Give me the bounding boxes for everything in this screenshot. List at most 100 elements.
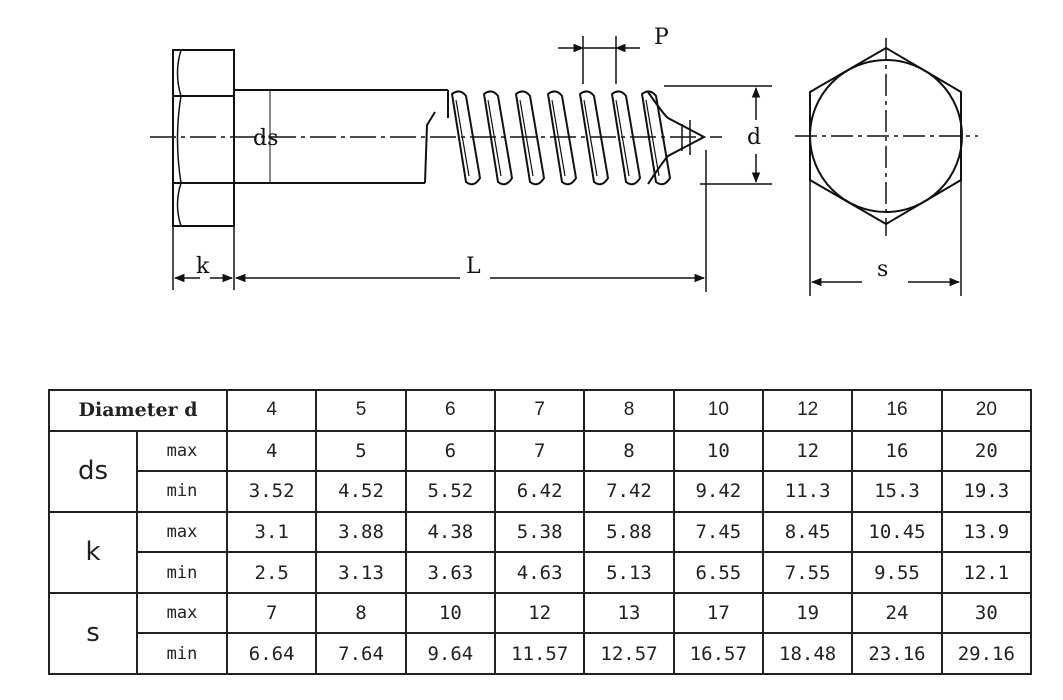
d-dimension (664, 85, 772, 185)
table-cell: 10 (404, 591, 497, 635)
screw-threads (450, 90, 672, 186)
diameter-value: 5 (315, 389, 407, 432)
thread-crest (546, 90, 578, 186)
table-cell: 12 (493, 591, 586, 635)
table-cell: 3.1 (226, 510, 318, 554)
table-cell: 5.38 (493, 510, 586, 554)
diameter-value: 10 (672, 389, 764, 432)
table-cell: 2.5 (226, 551, 318, 594)
table-cell: 30 (940, 591, 1033, 635)
table-cell: 9.55 (851, 551, 943, 594)
table-cell: 7.42 (583, 470, 675, 513)
thread-root (551, 99, 566, 177)
table-cell: 8 (583, 429, 675, 473)
table-cell: 6.42 (493, 470, 586, 513)
length-label: L (466, 254, 481, 279)
table-cell: 18.48 (761, 632, 854, 675)
table-cell: 12.1 (940, 551, 1033, 594)
limit-label: max (135, 429, 229, 473)
diameter-value: 16 (851, 389, 943, 432)
table-cell: 12 (761, 429, 854, 473)
table-cell: 7.64 (315, 632, 407, 675)
table-cell: 6.64 (226, 632, 318, 675)
table-cell: 13 (583, 591, 675, 635)
thread-crest (640, 90, 672, 186)
table-cell: 7.45 (672, 510, 764, 554)
thread-root (455, 99, 470, 177)
ds-label: ds (253, 126, 278, 151)
table-cell: 10 (672, 429, 764, 473)
dimension-symbol: s (48, 591, 138, 676)
table-cell: 7 (226, 591, 318, 635)
table-cell: 5.88 (583, 510, 675, 554)
lag-screw-drawing: P ds d k L s (150, 25, 978, 296)
table-cell: 3.13 (315, 551, 407, 594)
table-cell: 8 (315, 591, 407, 635)
diameter-value: 20 (940, 389, 1033, 432)
diameter-value: 12 (761, 389, 854, 432)
table-cell: 7 (493, 429, 586, 473)
thread-crest (514, 90, 546, 186)
table-cell: 4 (226, 429, 318, 473)
end-view-center-lines (795, 38, 978, 236)
table-cell: 11.3 (761, 470, 854, 513)
screw-side-view (172, 49, 707, 227)
table-cell: 5.52 (404, 470, 497, 513)
limit-label: max (135, 510, 229, 554)
table-cell: 4.52 (315, 470, 407, 513)
diameter-value: 8 (583, 389, 675, 432)
length-dimensions (172, 150, 707, 292)
screw-shank (234, 89, 449, 184)
thread-root (519, 99, 534, 177)
pitch-dimension (558, 36, 640, 84)
diameter-header: Diameter d (47, 389, 229, 432)
table-cell: 7.55 (761, 551, 854, 594)
table-cell: 24 (851, 591, 943, 635)
limit-label: min (135, 632, 229, 675)
pitch-label: P (654, 25, 669, 50)
dimension-symbol: ds (48, 429, 138, 513)
table-cell: 15.3 (851, 470, 943, 513)
table-cell: 19.3 (940, 470, 1033, 513)
dimension-symbol: k (48, 510, 138, 594)
table-cell: 6.55 (672, 551, 764, 594)
table-cell: 4.63 (493, 551, 586, 594)
table-cell: 3.63 (404, 551, 497, 594)
table-cell: 16 (851, 429, 943, 473)
table-cell: 12.57 (583, 632, 675, 675)
table-cell: 29.16 (940, 632, 1033, 675)
d-label: d (747, 125, 761, 150)
table-cell: 3.52 (226, 470, 318, 513)
table-cell: 11.57 (493, 632, 586, 675)
table-cell: 23.16 (851, 632, 943, 675)
limit-label: min (135, 470, 229, 513)
thread-crest (578, 90, 610, 186)
thread-root (487, 99, 502, 177)
diameter-value: 6 (404, 389, 497, 432)
hex-head-side (172, 49, 235, 227)
k-label: k (196, 254, 210, 279)
s-label: s (877, 257, 888, 282)
diameter-value: 7 (493, 389, 586, 432)
table-cell: 19 (761, 591, 854, 635)
table-cell: 20 (940, 429, 1033, 473)
table-cell: 13.9 (940, 510, 1033, 554)
thread-root (615, 99, 630, 177)
limit-label: min (135, 551, 229, 594)
table-cell: 6 (404, 429, 497, 473)
table-cell: 3.88 (315, 510, 407, 554)
thread-crest (482, 90, 514, 186)
limit-label: max (135, 591, 229, 635)
table-cell: 16.57 (672, 632, 764, 675)
table-cell: 10.45 (851, 510, 943, 554)
thread-crest (610, 90, 642, 186)
table-cell: 5.13 (583, 551, 675, 594)
table-cell: 9.42 (672, 470, 764, 513)
